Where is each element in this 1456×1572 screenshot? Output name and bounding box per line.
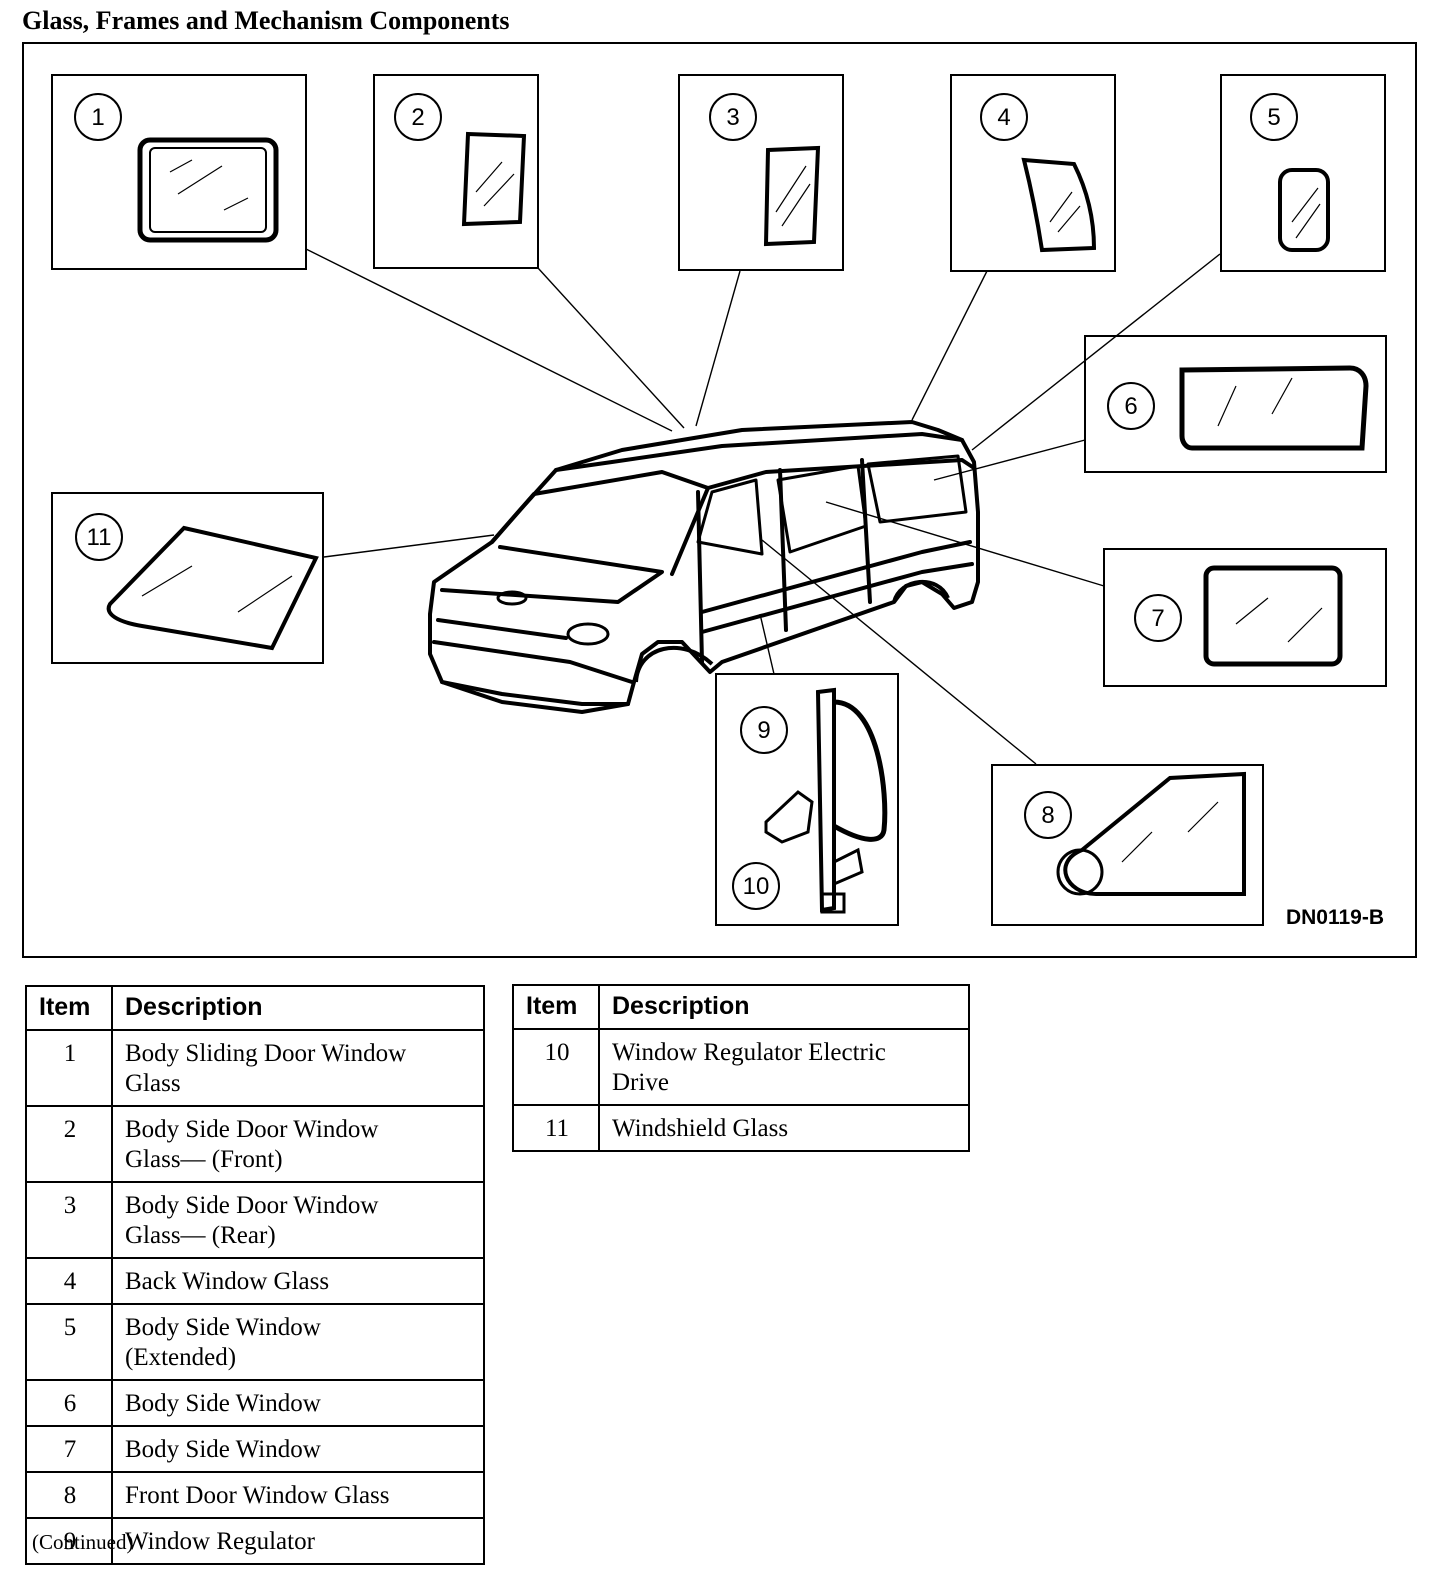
van-illustration <box>428 420 980 714</box>
item-description: Back Window Glass <box>111 1257 485 1305</box>
description-line: Drive <box>612 1069 669 1096</box>
windshield-glass-shape <box>106 525 319 651</box>
item-description: Front Door Window Glass <box>111 1471 485 1519</box>
electric-drive-motor-shape <box>764 790 814 844</box>
continued-note: (Continued) <box>32 1530 134 1554</box>
item-number: 5 <box>25 1303 113 1381</box>
item-number: 11 <box>512 1104 600 1152</box>
description-line: Body Sliding Door Window <box>125 1040 407 1067</box>
description-line: Back Window Glass <box>125 1268 330 1295</box>
panel-2 <box>373 74 539 269</box>
body-side-window-7-shape <box>1203 565 1343 667</box>
description-line: Front Door Window Glass <box>125 1482 390 1509</box>
item-number: 1 <box>25 1029 113 1107</box>
callout-6: 6 <box>1124 393 1137 420</box>
body-side-window-6-shape <box>1179 365 1369 451</box>
callout-9: 9 <box>757 717 770 744</box>
callout-8: 8 <box>1041 802 1054 829</box>
item-description: Body Side Window <box>111 1379 485 1427</box>
item-description: Windshield Glass <box>598 1104 970 1152</box>
panel-3 <box>678 74 844 271</box>
callout-circles <box>74 93 1298 910</box>
table-row: 7 Body Side Window <box>25 1425 485 1473</box>
item-description: Window Regulator <box>111 1517 485 1565</box>
item-number: 4 <box>25 1257 113 1305</box>
callout-1: 1 <box>91 104 104 131</box>
extended-side-window-shape <box>1278 168 1330 252</box>
item-number: 2 <box>25 1105 113 1183</box>
description-line: Body Side Door Window <box>125 1116 379 1143</box>
table-row: 8 Front Door Window Glass <box>25 1471 485 1519</box>
item-number: 9 <box>25 1517 113 1565</box>
panel-8 <box>991 764 1264 926</box>
front-door-glass-shape <box>461 131 527 227</box>
leader-lines <box>305 248 1221 765</box>
panel-6 <box>1084 335 1387 473</box>
description-line: Body Side Window <box>125 1314 321 1341</box>
panel-7 <box>1103 548 1387 687</box>
description-line: Glass— (Front) <box>125 1146 283 1173</box>
item-number: 6 <box>25 1379 113 1427</box>
page-title: Glass, Frames and Mechanism Components <box>22 6 510 35</box>
item-number: 7 <box>25 1425 113 1473</box>
description-line: Body Side Window <box>125 1436 321 1463</box>
item-description: Body Side Window <box>111 1425 485 1473</box>
item-number: 10 <box>512 1028 600 1106</box>
figure-id: DN0119-B <box>1286 906 1384 929</box>
rear-door-glass-shape <box>763 145 821 247</box>
callout-labels: 1 2 3 4 5 6 7 8 9 10 11 <box>87 104 1281 900</box>
table-row: 9 Window Regulator <box>25 1517 485 1565</box>
callout-5: 5 <box>1267 104 1280 131</box>
callout-10: 10 <box>743 873 770 900</box>
table-row: 6 Body Side Window <box>25 1379 485 1427</box>
description-line: Window Regulator <box>125 1528 315 1555</box>
item-number: 3 <box>25 1181 113 1259</box>
van-windows <box>496 454 968 646</box>
van-wheels <box>634 580 950 683</box>
item-number: 8 <box>25 1471 113 1519</box>
description-header: Description <box>598 984 970 1030</box>
back-window-glass-shape <box>1021 157 1097 253</box>
table-row: 4 Back Window Glass <box>25 1257 485 1305</box>
description-header: Description <box>111 985 485 1031</box>
callout-4: 4 <box>997 104 1010 131</box>
description-line: Glass <box>125 1070 181 1097</box>
panel-9-10 <box>715 673 899 926</box>
callout-11: 11 <box>87 524 112 551</box>
components-figure: 1 2 3 4 5 6 7 8 9 10 11 DN0119-B <box>22 42 1418 960</box>
description-line: (Extended) <box>125 1344 237 1371</box>
description-line: Glass— (Rear) <box>125 1222 276 1249</box>
front-door-glass-shape <box>1063 771 1246 896</box>
item-header: Item <box>512 984 600 1030</box>
panel-4 <box>950 74 1116 272</box>
callout-3: 3 <box>726 104 739 131</box>
callout-7: 7 <box>1151 605 1164 632</box>
callout-2: 2 <box>411 104 424 131</box>
description-line: Body Side Window <box>125 1390 321 1417</box>
panel-5 <box>1220 74 1386 272</box>
figure-frame <box>22 42 1417 958</box>
table-row: 11 Windshield Glass <box>512 1104 970 1152</box>
window-regulator-shape <box>815 687 836 913</box>
description-line: Window Regulator Electric <box>612 1039 886 1066</box>
description-line: Windshield Glass <box>612 1115 789 1142</box>
description-line: Body Side Door Window <box>125 1192 379 1219</box>
item-description: Body Side Window (Extended) <box>111 1303 485 1381</box>
item-header: Item <box>25 985 113 1031</box>
panel-1 <box>51 74 307 270</box>
panel-11 <box>51 492 324 664</box>
table-row: 5 Body Side Window (Extended) <box>25 1303 485 1381</box>
sliding-door-glass-shape <box>137 137 279 243</box>
